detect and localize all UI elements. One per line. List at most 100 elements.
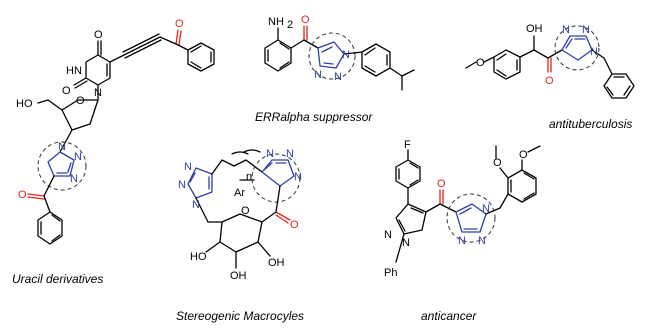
atom-o: O <box>94 29 103 41</box>
atom-o: O <box>519 149 528 161</box>
atom-nh2-subscript: 2 <box>287 19 293 31</box>
erralpha-triazole-ring <box>317 41 345 69</box>
atom-n: N <box>582 24 590 36</box>
atom-n: N <box>482 203 490 215</box>
macro-triazole-highlight <box>251 153 301 203</box>
macro-co-double <box>275 214 289 224</box>
n-ch2-bond <box>485 207 501 215</box>
dmp-double-c <box>523 192 535 200</box>
aryl-enol-bond <box>519 49 535 58</box>
anticancer-structure: F O N N Ph N N N O O <box>384 139 541 279</box>
uracil-derivative-structure: O HN O N HO O N N N O O <box>16 18 215 245</box>
alkyne-triple-1 <box>123 36 161 56</box>
atom-n: N <box>94 87 102 99</box>
pz-double-b <box>398 219 406 232</box>
atom-hn: HN <box>66 65 82 77</box>
atom-n: N <box>314 69 322 81</box>
atom-ho: HO <box>16 98 33 110</box>
atom-o: O <box>241 205 250 217</box>
antituberculosis-structure: O OH O N N N <box>465 23 635 99</box>
benzoyl-double-b <box>51 214 61 222</box>
atom-n: N <box>286 148 294 160</box>
c1-carbonyl-bond <box>261 211 277 223</box>
atom-o: O <box>62 85 71 97</box>
atom-n-label: n <box>246 171 252 183</box>
aniline-ring <box>264 39 292 72</box>
pyrazole-ring <box>395 203 427 235</box>
phenyl-double-a <box>190 45 202 53</box>
carbonyl-triazole-bond <box>303 39 319 49</box>
pyranose-ring <box>219 213 263 253</box>
atom-o: O <box>301 14 310 26</box>
benzyl-ch2-bond <box>603 57 613 75</box>
ketone-aryl-bond <box>175 43 189 51</box>
atom-n: N <box>58 141 66 153</box>
tether-bracket-left <box>231 151 249 155</box>
atom-n: N <box>384 229 392 241</box>
atom-o: O <box>290 219 299 231</box>
atom-oh: OH <box>526 23 543 35</box>
atom-n: N <box>74 151 82 163</box>
atom-o: O <box>175 18 184 30</box>
aniline-double-b <box>279 61 290 69</box>
atom-o: O <box>76 95 85 107</box>
benzoyl-double-c <box>51 234 61 242</box>
n-benzyl-bond <box>591 49 605 59</box>
aryl-carbonyl-bond <box>290 39 305 49</box>
tether-bond-4 <box>245 159 263 173</box>
alkyne-ketone-co-double <box>178 30 182 46</box>
atom-n: N <box>192 199 200 211</box>
erralpha-triazole-highlight <box>308 32 356 80</box>
antitb-tz-double-a <box>565 38 573 49</box>
atom-n: N <box>478 235 486 247</box>
tether-bracket-right <box>243 149 261 153</box>
dimethoxyphenyl-ring <box>507 169 537 203</box>
triazole-carbonyl-bond <box>43 175 55 197</box>
tether-bond-2 <box>221 159 235 167</box>
fp-double-c <box>409 179 419 186</box>
macro-left-triazole-ring <box>187 167 213 199</box>
atom-ar: Ar <box>234 187 245 199</box>
methoxyphenyl-ring <box>493 49 521 80</box>
pz-double-a <box>410 207 424 214</box>
ipr-double-a <box>364 47 376 56</box>
carbonyl-phenyl-bond <box>43 195 51 213</box>
atom-n: N <box>342 49 350 61</box>
atom-o: O <box>18 189 27 201</box>
antitb-triazole-ring <box>561 35 593 61</box>
carbonyl-triazole-bond <box>547 49 563 59</box>
uracil-triazole-highlight <box>37 141 87 191</box>
methoxy-me-bond <box>465 61 477 69</box>
fp-double-b <box>409 162 419 169</box>
alkyne-triple-3 <box>124 39 162 59</box>
atom-oh: OH <box>268 257 285 269</box>
caption-stereogenic-macrocycles: Stereogenic Macrocyles <box>176 309 304 323</box>
atom-o: O <box>545 75 554 87</box>
macro-rt-double-a <box>263 162 273 171</box>
triazole-co-double <box>27 196 45 200</box>
ch2-aryl-bond <box>499 193 509 209</box>
bz-double-b <box>606 86 614 96</box>
erralpha-tz-double-b <box>323 62 334 65</box>
benzoyl-phenyl-ring <box>37 211 63 245</box>
erralpha-tz-double-a <box>321 46 333 53</box>
anticancer-triazole-ring <box>455 203 487 233</box>
atom-n: N <box>590 46 598 58</box>
triazole-aryl-bond <box>343 51 363 55</box>
atom-n: N <box>184 161 192 173</box>
deoxyribose-ring <box>61 99 99 131</box>
anticancer-triazole-highlight <box>446 193 496 243</box>
uracil-triazole-ring <box>47 151 75 177</box>
caption-uracil-derivatives: Uracil derivatives <box>12 272 103 286</box>
ipr-double-c <box>364 65 376 73</box>
atom-nh2: NH <box>268 16 284 28</box>
c2-carbonyl-double <box>74 80 88 89</box>
isopropyl-me1 <box>401 69 415 77</box>
ketone-bond <box>159 36 177 45</box>
atom-o: O <box>437 178 446 190</box>
pyrazole-carbonyl-bond <box>425 203 441 213</box>
ac-tz-double-a <box>459 207 472 215</box>
alkyne-phenyl-ring <box>187 42 215 72</box>
tether-bond-3 <box>233 159 247 167</box>
